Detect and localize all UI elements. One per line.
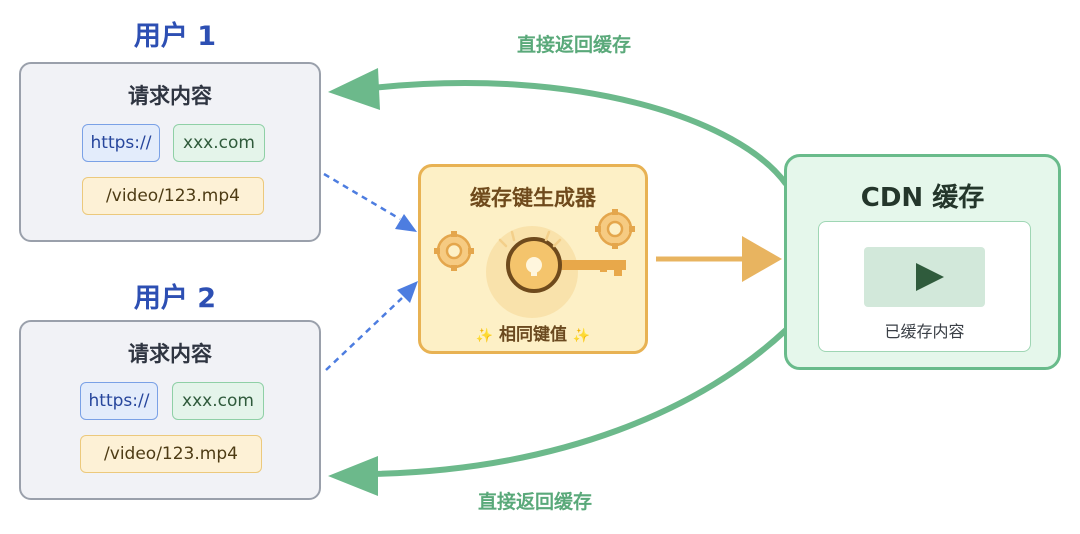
play-icon xyxy=(916,263,944,291)
return-label-bottom: 直接返回缓存 xyxy=(478,491,593,513)
return-arrow-top xyxy=(371,80,789,186)
return-label-top: 直接返回缓存 xyxy=(517,34,632,56)
user2-protocol-chip: https:// xyxy=(80,382,158,420)
cdn-cache-box: CDN 缓存 已缓存内容 xyxy=(784,154,1061,370)
user1-request-title: 请求内容 xyxy=(128,84,212,108)
request-arrow-user1 xyxy=(323,172,401,221)
cached-content-panel: 已缓存内容 xyxy=(818,221,1031,352)
sparkle-icon: ✨ xyxy=(572,328,591,344)
user1-request-box: 请求内容 https:// xxx.com /video/123.mp4 xyxy=(19,62,321,242)
cache-key-generator: 缓存键生成器 xyxy=(418,164,648,354)
user2-request-box: 请求内容 https:// xxx.com /video/123.mp4 xyxy=(19,320,321,500)
cdn-title: CDN 缓存 xyxy=(860,183,985,213)
generator-footer: ✨ 相同键值 ✨ xyxy=(421,320,645,345)
user1-domain-chip: xxx.com xyxy=(173,124,265,162)
return-arrow-bottom xyxy=(371,327,789,477)
gear-icon xyxy=(595,209,635,249)
request-arrowhead-user1 xyxy=(395,214,417,232)
request-arrowhead-user2 xyxy=(397,281,418,303)
user1-protocol-chip: https:// xyxy=(82,124,160,162)
user2-domain-chip: xxx.com xyxy=(172,382,264,420)
cached-content-label: 已缓存内容 xyxy=(884,322,965,341)
key-icon xyxy=(506,237,626,293)
same-key-label: 相同键值 xyxy=(499,325,567,345)
user2-title: 用户 2 xyxy=(133,283,217,314)
user1-path-chip: /video/123.mp4 xyxy=(82,177,264,215)
gear-icon xyxy=(434,231,474,271)
return-arrowhead-bottom xyxy=(328,456,378,496)
generator-title: 缓存键生成器 xyxy=(470,186,596,210)
user1-title: 用户 1 xyxy=(133,21,217,52)
sparkle-icon xyxy=(498,230,562,248)
sparkle-icon: ✨ xyxy=(475,328,494,344)
request-arrow-user2 xyxy=(325,297,403,371)
generator-graphic xyxy=(434,209,635,318)
key-arrowhead xyxy=(742,236,782,282)
return-arrowhead-top xyxy=(328,68,380,110)
user2-path-chip: /video/123.mp4 xyxy=(80,435,262,473)
video-thumbnail xyxy=(864,247,985,307)
user2-request-title: 请求内容 xyxy=(128,342,212,366)
